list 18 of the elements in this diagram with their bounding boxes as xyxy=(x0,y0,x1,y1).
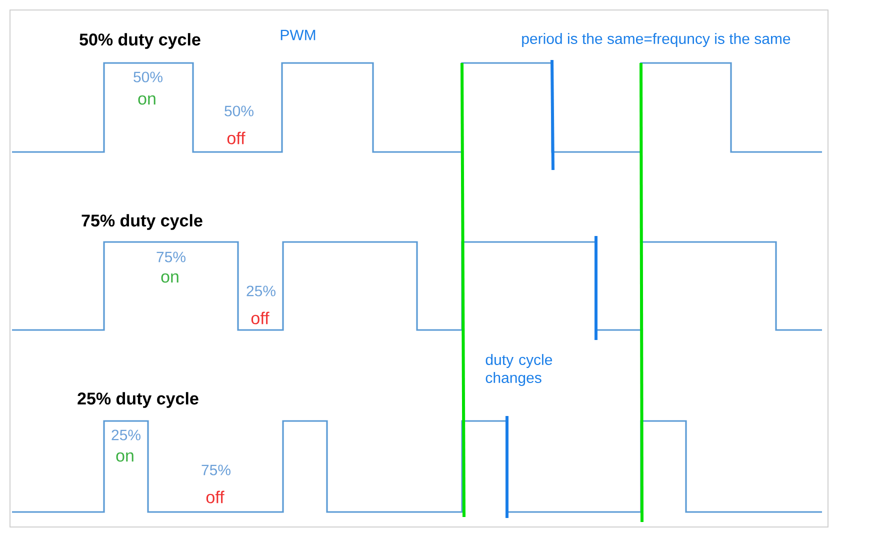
state-label: on xyxy=(161,273,178,283)
percent-label: 50% xyxy=(134,72,162,82)
percent-label: 25% xyxy=(246,286,276,296)
cycle-heading: 25% duty cycle xyxy=(78,392,198,408)
percent-label: 25% xyxy=(112,430,140,440)
state-label: off xyxy=(251,312,270,324)
title-text: PWM xyxy=(280,30,316,40)
cycle-heading: 50% duty cycle xyxy=(80,33,200,49)
percent-label: 75% xyxy=(156,252,186,262)
state-label: off xyxy=(206,490,224,504)
annotation-text: period is the same=frequncy is the same xyxy=(522,33,790,47)
percent-label: 50% xyxy=(224,106,254,116)
annotation-text: duty cycle changes xyxy=(486,354,552,386)
percent-label: 75% xyxy=(202,464,230,476)
state-label: on xyxy=(138,95,156,105)
state-label: off xyxy=(227,132,246,144)
cycle-heading: 75% duty cycle xyxy=(82,214,202,230)
state-label: on xyxy=(116,452,134,462)
